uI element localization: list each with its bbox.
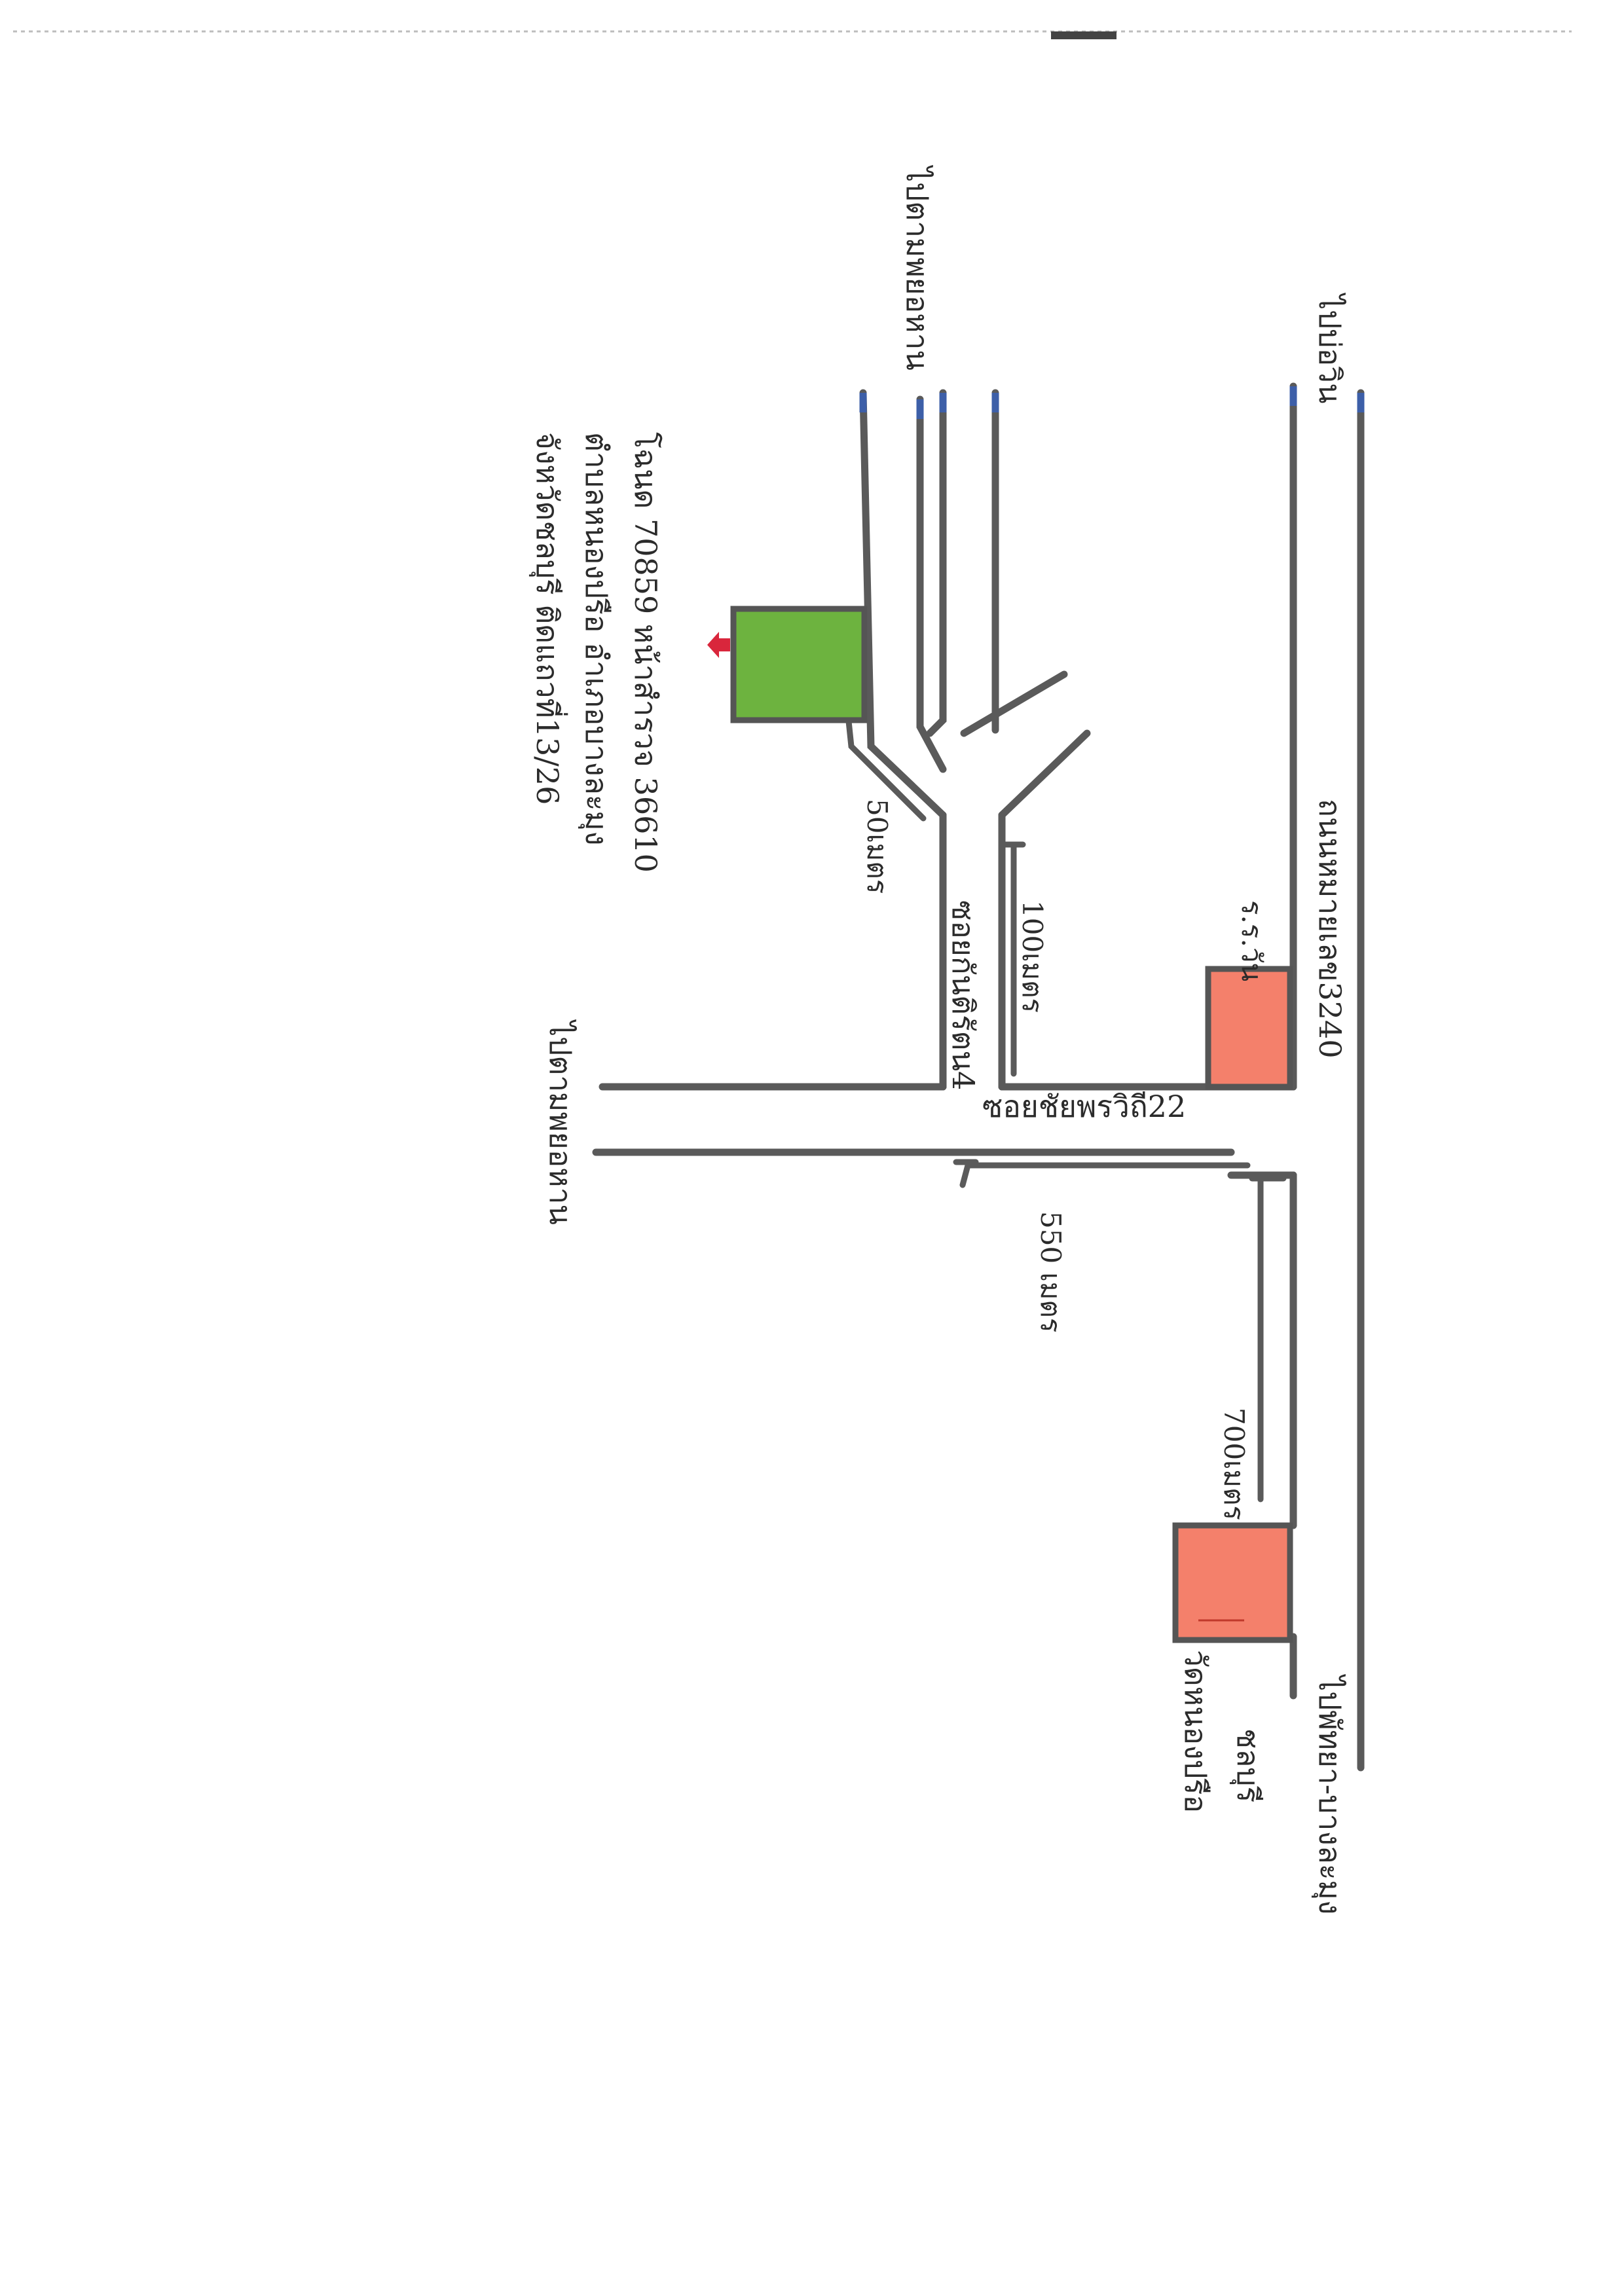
address-line-2: ตำบลหนองปรือ อำเภอบางละมุง [578,432,614,845]
label-soi-main: ซอยชัยพรวิถี22 [982,1089,1186,1124]
label-temple: วัดหนองปรือ [1178,1650,1213,1813]
label-road-south: ไปพัทยา-บางละมุง [1311,1673,1348,1914]
branch-right-stub [998,729,1091,819]
label-distance-550: 550 เมตร [1035,1211,1067,1332]
temple-building [1172,1522,1293,1643]
label-road-main: ถนนหมายเลข3240 [1312,799,1348,1059]
label-road-north-left: ไปตามพยอหาน [900,164,935,371]
branch-right-upper [960,670,1068,737]
location-marker-icon [707,632,730,658]
label-road-north-right: ไปบ่อวิน [1312,292,1348,403]
label-distance-50: 50เมตร [861,799,893,894]
address-line-1: โฉนด 70859 หน้าสำรวจ 36610 [628,432,663,873]
label-road-west: ไปตามพยอหาน [543,1019,578,1225]
label-school: ร.ร.วัน [1236,900,1268,981]
address-line-3: จังหวัดชลบุรี ติดแถวที่13/26 [528,432,568,805]
branch-middle [926,389,947,737]
label-distance-100: 100เมตร [1016,900,1048,1013]
indicator-550m [959,1162,1251,1188]
label-road-south-suffix: ชลบุรี [1229,1728,1266,1802]
header-tab-mark [1051,31,1116,39]
label-distance-700: 700เมตร [1218,1408,1250,1520]
school-building [1205,966,1293,1090]
branch-left-outer [859,389,947,819]
indicator-50m [845,712,927,822]
branch-left-inner [916,395,947,773]
target-building [730,606,868,723]
label-soi-side: ซอยกันติรัตน4 [946,900,981,1090]
